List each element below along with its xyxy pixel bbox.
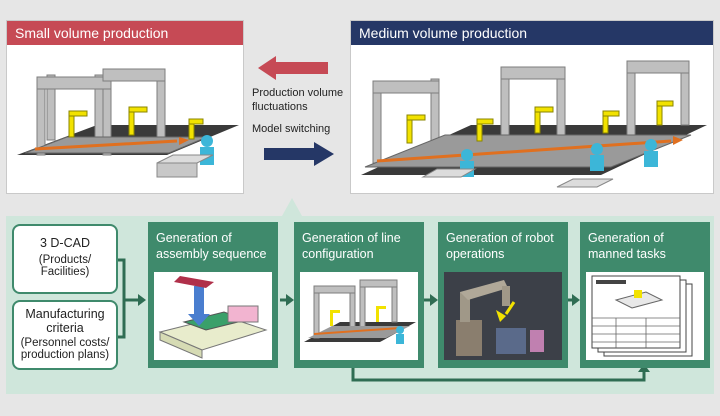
step-robot-operations: Generation of robot operations xyxy=(438,222,568,368)
model-switching-label: Model switching xyxy=(252,123,331,135)
process-pointer xyxy=(282,198,302,216)
input-criteria-title: Manufacturing criteria xyxy=(25,307,105,335)
step-manned-tasks-title: Generation of manned tasks xyxy=(588,231,666,261)
conveyor-arrow xyxy=(34,139,178,151)
input-criteria-detail: (Personnel costs/ production plans) xyxy=(20,337,110,361)
input-manufacturing-criteria: Manufacturing criteria (Personnel costs/… xyxy=(12,300,118,370)
step-line-configuration: Generation of line configuration xyxy=(294,222,424,368)
step-assembly-sequence-title: Generation of assembly sequence xyxy=(156,231,267,261)
small-volume-panel: Small volume production xyxy=(6,20,244,194)
manned-tasks-image xyxy=(586,272,704,360)
arrow-to-small xyxy=(258,56,328,80)
small-volume-line-illustration xyxy=(17,68,239,178)
step-robot-operations-title: Generation of robot operations xyxy=(446,231,554,261)
medium-volume-line-illustration xyxy=(361,60,707,188)
robot-operations-image xyxy=(444,272,562,360)
step-manned-tasks: Generation of manned tasks xyxy=(580,222,710,368)
assembly-sequence-image xyxy=(154,272,272,360)
step-assembly-sequence: Generation of assembly sequence xyxy=(148,222,278,368)
input-3d-cad-detail: (Products/ Facilities) xyxy=(38,254,92,278)
line-configuration-image xyxy=(300,272,418,360)
step-line-configuration-title: Generation of line configuration xyxy=(302,231,401,261)
input-3d-cad-title: 3 D-CAD xyxy=(39,236,90,250)
arrow-to-medium xyxy=(264,142,334,166)
input-3d-cad: 3 D-CAD (Products/ Facilities) xyxy=(12,224,118,294)
fluctuations-label: Production volume fluctuations xyxy=(252,87,344,113)
medium-volume-title: Medium volume production xyxy=(351,21,713,45)
small-volume-title: Small volume production xyxy=(7,21,243,45)
medium-volume-panel: Medium volume production xyxy=(350,20,714,194)
